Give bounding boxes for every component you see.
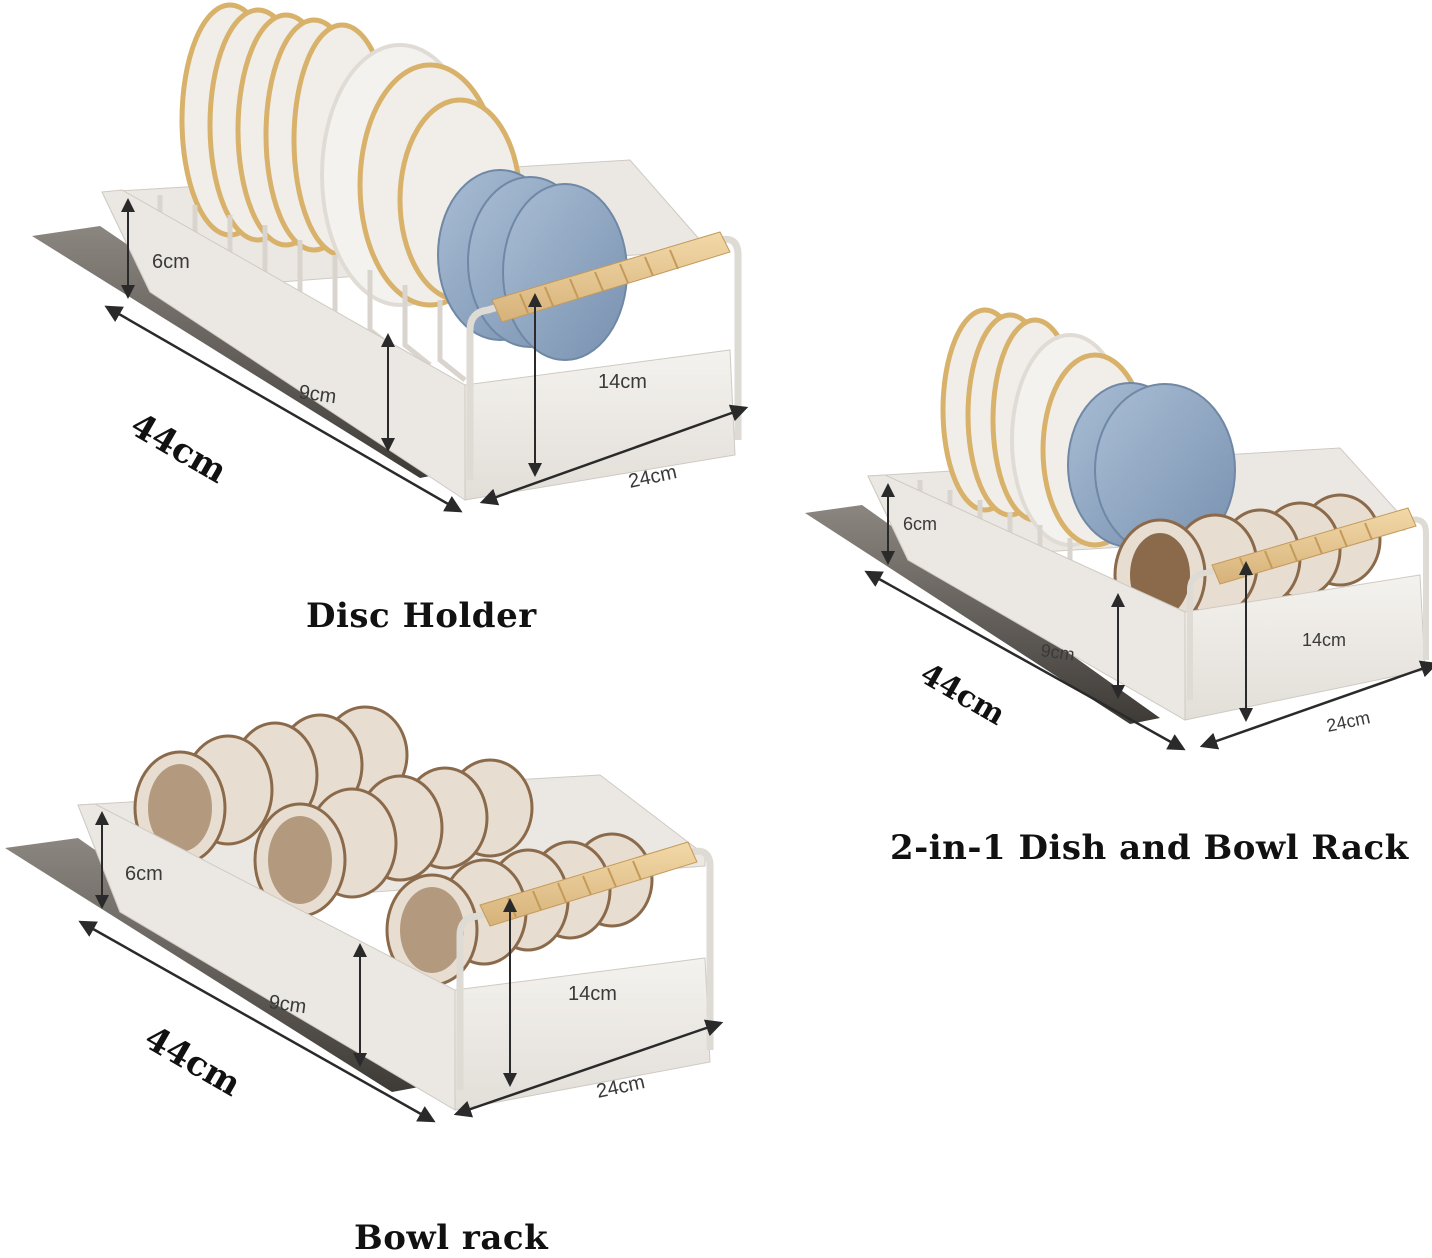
- width-arrow: [1199, 660, 1432, 750]
- length-arrow: [864, 570, 1186, 751]
- width-arrow: [479, 404, 749, 506]
- front-dim-label: 9cm: [1039, 640, 1075, 665]
- height-dim-label: 14cm: [568, 983, 617, 1005]
- disc-holder-caption: Disc Holder: [306, 596, 537, 636]
- height-dim-label: 14cm: [1302, 630, 1346, 650]
- length-arrow: [78, 920, 436, 1123]
- disc-holder-rack: 6cm 9cm 14cm 24cm 44cm: [32, 2, 749, 513]
- blue-plates: [437, 169, 628, 361]
- length-dim-label: 44cm: [914, 657, 1011, 733]
- bowl-rack: 6cm 9cm 14cm 24cm 44cm: [5, 705, 724, 1123]
- tray-front-wall: [454, 957, 711, 1111]
- dish-bowl-rack-caption: 2-in-1 Dish and Bowl Rack: [890, 828, 1409, 868]
- front-dim-label: 9cm: [297, 381, 337, 408]
- width-arrow: [453, 1019, 724, 1118]
- wood-handle: [491, 231, 731, 323]
- divider-dim-label: 6cm: [125, 863, 163, 885]
- length-dim-label: 44cm: [138, 1018, 248, 1105]
- width-dim-label: 24cm: [1325, 707, 1372, 736]
- height-dim-label: 14cm: [598, 371, 647, 393]
- bowl-rack-caption: Bowl rack: [354, 1218, 549, 1258]
- divider-dim-label: 6cm: [903, 514, 937, 534]
- bowls-middle-row: [253, 758, 534, 918]
- blue-plates: [1067, 382, 1236, 557]
- divider-dim-label: 6cm: [152, 251, 190, 273]
- dish-bowl-rack: 6cm 9cm 14cm 24cm 44cm: [805, 307, 1432, 751]
- front-dim-label: 9cm: [267, 991, 307, 1018]
- length-arrow: [104, 305, 463, 513]
- length-dim-label: 44cm: [124, 405, 234, 492]
